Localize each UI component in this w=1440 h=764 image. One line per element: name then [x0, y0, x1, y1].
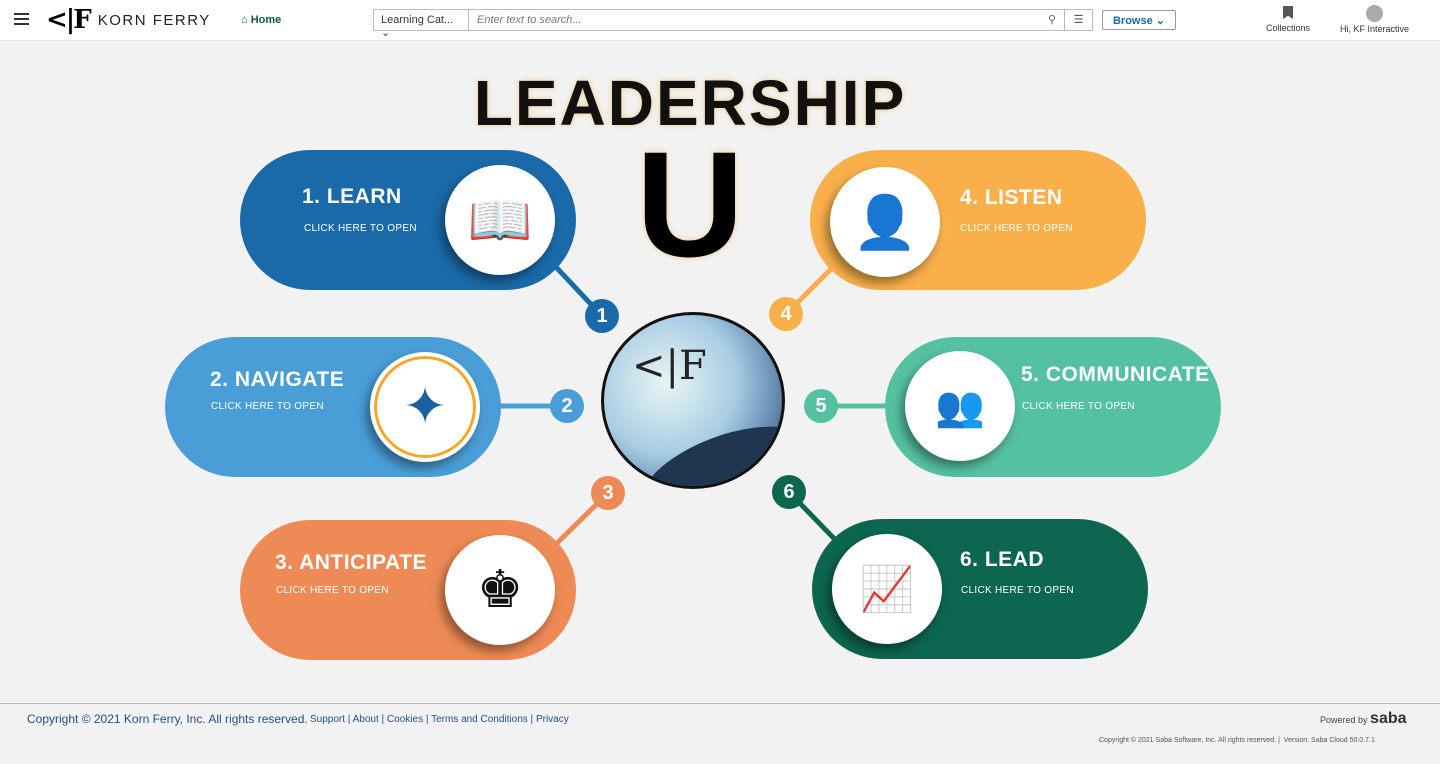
- filter-sliders-icon[interactable]: ☰: [1064, 10, 1092, 30]
- learn-card[interactable]: 1. LEARN CLICK HERE TO OPEN 📖: [240, 150, 576, 290]
- browse-button[interactable]: Browse ⌄: [1102, 10, 1176, 30]
- privacy-link[interactable]: Privacy: [535, 714, 569, 725]
- card-cta: CLICK HERE TO OPEN: [961, 585, 1074, 596]
- card-title: 4. LISTEN: [960, 186, 1063, 209]
- card-cta: CLICK HERE TO OPEN: [1022, 401, 1135, 412]
- home-link[interactable]: ⌂ Home: [241, 14, 281, 26]
- footer: Copyright © 2021 Korn Ferry, Inc. All ri…: [0, 703, 1440, 744]
- card-cta: CLICK HERE TO OPEN: [304, 223, 417, 234]
- step-number-2[interactable]: 2: [550, 389, 584, 423]
- lead-card[interactable]: 6. LEAD CLICK HERE TO OPEN 📈: [812, 519, 1148, 659]
- book-icon: 📖: [445, 165, 555, 275]
- saba-logo: saba: [1370, 710, 1407, 727]
- search-icon[interactable]: ⚲: [1047, 14, 1057, 26]
- powered-by-label: Powered by: [1320, 715, 1368, 725]
- card-cta: CLICK HERE TO OPEN: [211, 401, 324, 412]
- home-label: Home: [250, 14, 282, 26]
- user-menu[interactable]: Hi, KF Interactive: [1340, 5, 1409, 34]
- anticipate-card[interactable]: 3. ANTICIPATE CLICK HERE TO OPEN ♚: [240, 520, 576, 660]
- home-icon: ⌂: [241, 14, 248, 26]
- search-bar: Learning Cat... ⌄ Enter text to search..…: [373, 9, 1093, 39]
- cookies-link[interactable]: Cookies: [386, 714, 424, 725]
- search-category-value: Learning Cat...: [381, 14, 454, 26]
- footer-copyright: Copyright © 2021 Korn Ferry, Inc. All ri…: [27, 712, 308, 726]
- two-heads-icon: 👥: [905, 351, 1015, 461]
- team-growth-icon: 📈: [832, 534, 942, 644]
- page-title: LEADERSHIP: [473, 67, 907, 139]
- terms-link[interactable]: Terms and Conditions: [431, 714, 528, 725]
- collections-button[interactable]: Collections: [1266, 5, 1310, 33]
- support-link[interactable]: Support: [310, 714, 346, 725]
- card-title: 2. NAVIGATE: [210, 368, 345, 391]
- chevron-down-icon: ⌄: [381, 27, 391, 39]
- saba-footer-info: Copyright © 2021 Saba Software, Inc. All…: [1099, 737, 1375, 744]
- powered-by: Powered by saba: [1320, 710, 1407, 728]
- step-number-1[interactable]: 1: [585, 299, 619, 333]
- chess-king-icon: ♚: [445, 535, 555, 645]
- kf-logo-mark: <|F: [632, 343, 707, 389]
- card-title: 1. LEARN: [302, 185, 402, 208]
- navigate-card[interactable]: 2. NAVIGATE CLICK HERE TO OPEN ✦: [165, 337, 501, 477]
- communicate-card[interactable]: 5. COMMUNICATE CLICK HERE TO OPEN 👥: [885, 337, 1221, 477]
- step-number-5[interactable]: 5: [804, 389, 838, 423]
- listener-icon: 👤: [830, 167, 940, 277]
- rock-shape: [624, 405, 782, 486]
- search-category-select[interactable]: Learning Cat... ⌄: [374, 10, 469, 39]
- hamburger-menu-icon[interactable]: [14, 13, 29, 28]
- card-title: 5. COMMUNICATE: [1021, 363, 1210, 386]
- browse-label: Browse: [1112, 15, 1153, 27]
- page-title-u: U: [635, 120, 745, 288]
- step-number-3[interactable]: 3: [591, 476, 625, 510]
- card-title: 6. LEAD: [960, 548, 1045, 571]
- collections-label: Collections: [1266, 23, 1311, 33]
- brand-name: KORN FERRY: [97, 11, 211, 29]
- version-label: Version: Saba Cloud 50.0.7.1: [1283, 737, 1375, 744]
- card-cta: CLICK HERE TO OPEN: [960, 223, 1073, 234]
- saba-copyright: Copyright © 2021 Saba Software, Inc. All…: [1099, 737, 1280, 744]
- card-title: 3. ANTICIPATE: [275, 551, 427, 574]
- step-number-4[interactable]: 4: [769, 297, 803, 331]
- footer-links: Support | About | Cookies | Terms and Co…: [310, 714, 569, 725]
- center-hiker-illustration: <|F: [601, 312, 785, 489]
- listen-card[interactable]: 4. LISTEN CLICK HERE TO OPEN 👤: [810, 150, 1146, 290]
- user-greeting: Hi, KF Interactive: [1340, 24, 1410, 34]
- card-cta: CLICK HERE TO OPEN: [276, 585, 389, 596]
- about-link[interactable]: About: [352, 714, 379, 725]
- avatar-icon: [1366, 5, 1384, 22]
- bookmark-icon: [1283, 6, 1294, 19]
- compass-icon: ✦: [370, 352, 480, 462]
- kf-logo-mark: <|F: [46, 5, 92, 35]
- korn-ferry-logo[interactable]: <|F KORN FERRY: [46, 5, 211, 35]
- search-input[interactable]: Enter text to search...: [477, 14, 582, 26]
- top-header: <|F KORN FERRY ⌂ Home Learning Cat... ⌄ E…: [0, 0, 1440, 41]
